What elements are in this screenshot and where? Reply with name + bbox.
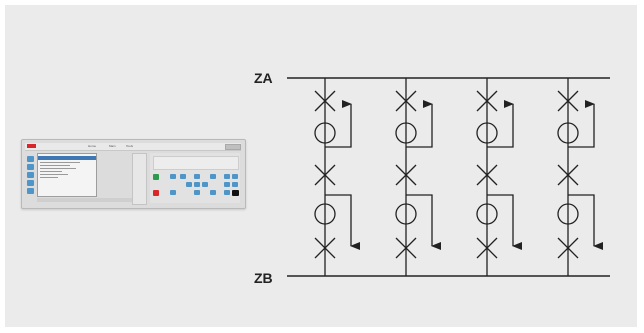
key-icon	[180, 174, 186, 179]
breaker-cross-icon	[314, 237, 336, 259]
key-icon	[170, 174, 176, 179]
screen-line	[40, 171, 62, 172]
current-transformer-icon	[314, 122, 336, 144]
breaker-cross-icon	[557, 164, 579, 186]
breaker-cross-icon	[395, 90, 417, 112]
breaker-cross-icon	[395, 164, 417, 186]
device-menu-item: Home	[88, 144, 97, 148]
key-icon	[232, 182, 238, 187]
screen-line	[40, 177, 58, 178]
breaker-cross-icon	[476, 90, 498, 112]
breaker-cross-icon	[476, 237, 498, 259]
breaker-cross-icon	[395, 237, 417, 259]
arrow-key-icon	[186, 182, 192, 187]
current-transformer-icon	[476, 122, 498, 144]
current-transformer-icon	[395, 122, 417, 144]
current-direction-arrow-down	[568, 194, 603, 250]
device-status-strip	[37, 198, 132, 202]
device-menu-item: Tools	[126, 144, 134, 148]
softkey	[27, 164, 34, 170]
key-icon	[194, 174, 200, 179]
model-badge	[225, 144, 241, 150]
key-icon	[194, 190, 200, 195]
current-direction-arrow-up	[568, 100, 595, 148]
device-softkeys	[27, 156, 34, 196]
key-icon	[210, 190, 216, 195]
softkey	[27, 172, 34, 178]
current-direction-arrow-up	[406, 100, 433, 148]
key-icon	[224, 182, 230, 187]
bus-label-zb: ZB	[254, 270, 273, 286]
softkey	[27, 156, 34, 162]
key-icon	[170, 190, 176, 195]
device-keypad-panel	[150, 153, 240, 203]
current-direction-arrow-up	[325, 100, 352, 148]
screen-line	[40, 162, 80, 163]
brand-logo	[27, 144, 36, 148]
open-key-icon	[153, 190, 159, 196]
breaker-cross-icon	[557, 90, 579, 112]
bus-label-za: ZA	[254, 70, 273, 86]
current-transformer-icon	[557, 122, 579, 144]
breaker-cross-icon	[557, 237, 579, 259]
close-key-icon	[153, 174, 159, 180]
screen-line	[40, 165, 70, 166]
device-menu-item: Main	[109, 144, 116, 148]
breaker-cross-icon	[314, 164, 336, 186]
current-transformer-icon	[395, 203, 417, 225]
key-icon	[232, 174, 238, 179]
current-direction-arrow-up	[487, 100, 514, 148]
current-transformer-icon	[476, 203, 498, 225]
arrow-key-icon	[194, 182, 200, 187]
current-transformer-icon	[557, 203, 579, 225]
key-icon	[224, 190, 230, 195]
device-top-bar	[25, 143, 241, 151]
current-direction-arrow-down	[325, 194, 360, 250]
key-icon	[210, 174, 216, 179]
secondary-display	[153, 156, 239, 170]
arrow-key-icon	[202, 182, 208, 187]
key-icon	[224, 174, 230, 179]
current-direction-arrow-down	[487, 194, 522, 250]
relay-device-image: Home Main Tools	[21, 139, 246, 209]
screen-line	[40, 168, 76, 169]
screen-line	[40, 174, 68, 175]
softkey	[27, 188, 34, 194]
current-direction-arrow-down	[406, 194, 441, 250]
breaker-cross-icon	[476, 164, 498, 186]
breaker-cross-icon	[314, 90, 336, 112]
current-transformer-icon	[314, 203, 336, 225]
led-column	[132, 153, 147, 205]
softkey	[27, 180, 34, 186]
screen-highlight-row	[38, 156, 96, 160]
black-key-icon	[232, 190, 239, 196]
bay-group	[314, 78, 603, 276]
device-lcd-screen	[37, 153, 97, 197]
